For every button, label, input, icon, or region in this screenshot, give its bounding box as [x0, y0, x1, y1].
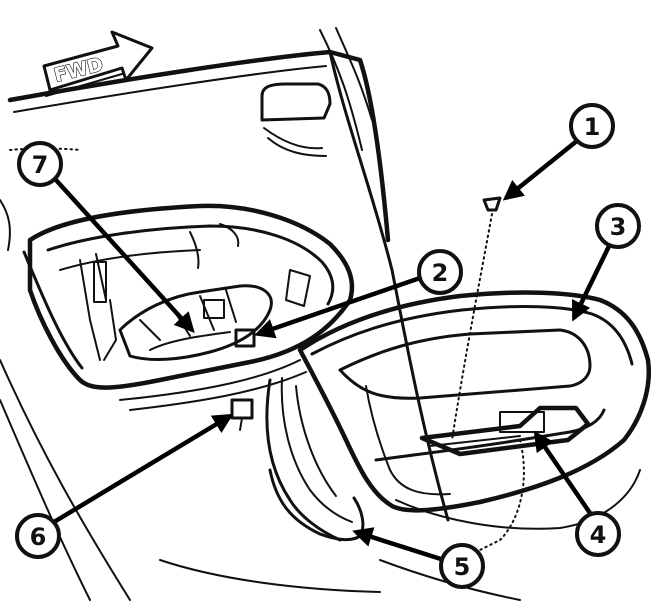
callout-1: 1 — [569, 103, 615, 149]
callout-2: 2 — [417, 249, 463, 295]
upper-hardware — [260, 82, 332, 157]
leader-line-3 — [571, 239, 615, 322]
door-trim-panel — [297, 290, 651, 530]
callout-7-label: 7 — [32, 151, 49, 179]
retainer-clip — [451, 196, 525, 561]
leader-line-5 — [352, 527, 445, 563]
callout-3-label: 3 — [610, 213, 627, 241]
callout-4: 4 — [575, 511, 621, 557]
door-inner-cavity — [22, 203, 355, 411]
callout-5-label: 5 — [454, 553, 471, 581]
leader-lines — [52, 138, 615, 563]
callout-4-label: 4 — [590, 521, 607, 549]
leader-line-1 — [502, 138, 580, 201]
leader-line-2 — [254, 275, 421, 339]
wiring-harness — [230, 377, 365, 542]
callout-3: 3 — [595, 203, 641, 249]
callout-7: 7 — [17, 141, 63, 187]
callout-5: 5 — [439, 543, 485, 589]
latch-mechanism — [93, 261, 311, 361]
callout-1-label: 1 — [584, 113, 601, 141]
leader-line-6 — [52, 413, 234, 524]
callout-6: 6 — [15, 513, 61, 559]
callout-2-label: 2 — [432, 259, 449, 287]
callout-6-label: 6 — [30, 523, 47, 551]
leader-line-7 — [54, 178, 195, 334]
leader-line-4 — [533, 430, 594, 518]
